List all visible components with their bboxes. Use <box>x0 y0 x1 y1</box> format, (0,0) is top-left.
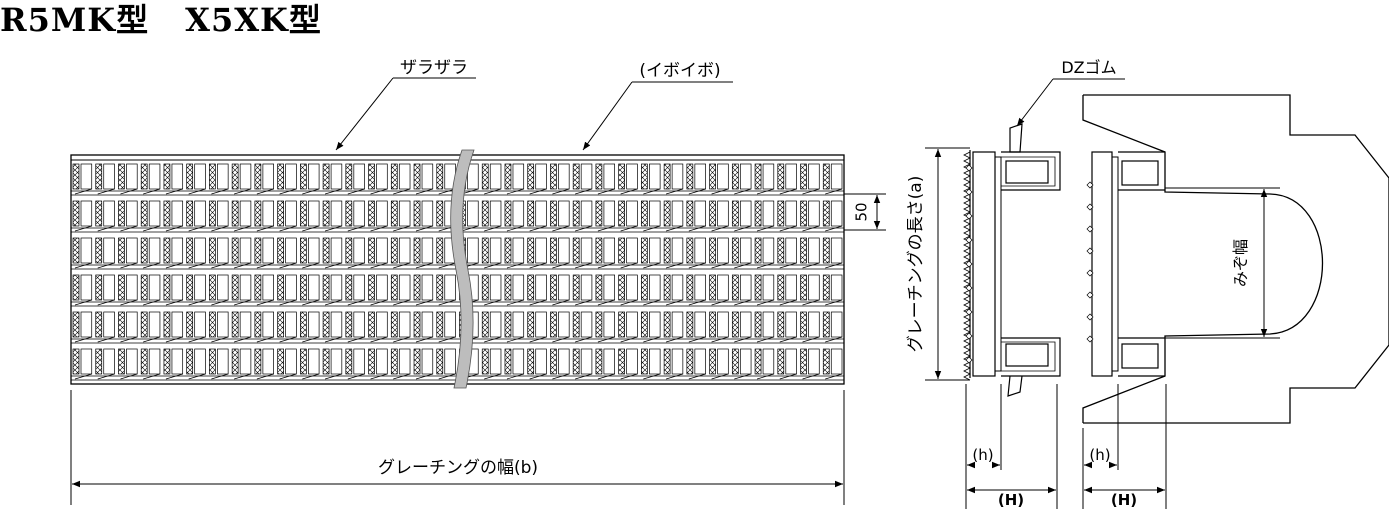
width-dimension: グレーチングの幅(b) <box>70 390 845 505</box>
label-H-right: (H) <box>1111 491 1137 509</box>
grating-row <box>71 200 844 233</box>
label-rough-surface: ザラザラ <box>400 58 468 78</box>
grating-row <box>71 274 844 307</box>
model-x5xk: X5XK型 <box>185 1 322 39</box>
leader-rough-surface: ザラザラ <box>335 58 476 151</box>
label-pitch: 50 <box>853 202 871 221</box>
label-bumps: (イボイボ) <box>639 61 720 81</box>
grating-row <box>71 311 844 344</box>
label-h-right: (h) <box>1089 446 1110 464</box>
grating-row <box>71 163 844 196</box>
side-view-with-gutter <box>965 94 1389 509</box>
label-H-left: (H) <box>998 491 1024 509</box>
leader-bumps: (イボイボ) <box>582 61 733 151</box>
model-r5mk: R5MK型 <box>0 1 150 39</box>
label-groove-width: みぞ幅 <box>1231 239 1250 287</box>
pitch-dimension: 50 <box>844 193 886 231</box>
label-grating-length: グレーチングの長さ(a) <box>906 176 926 353</box>
grating-row <box>71 348 844 381</box>
label-grating-width: グレーチングの幅(b) <box>378 458 538 478</box>
page-title: R5MK型 X5XK型 <box>0 0 322 40</box>
label-h-left: (h) <box>972 446 993 464</box>
break-line <box>450 149 475 389</box>
leader-dz-rubber: DZゴム <box>1016 58 1125 127</box>
label-dz-rubber: DZゴム <box>1061 58 1116 77</box>
